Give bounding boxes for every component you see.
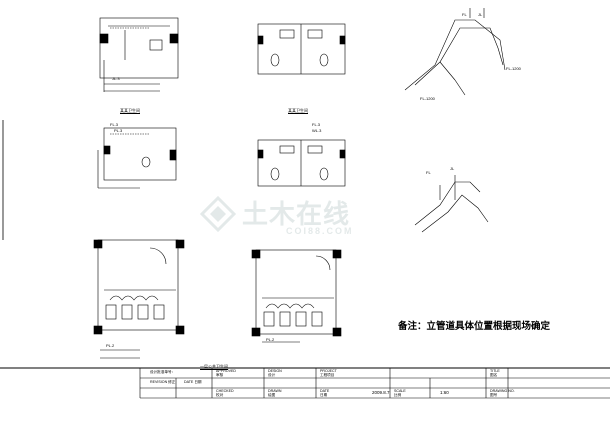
caption-plan-top-2: 某某卫生间 bbox=[288, 108, 308, 113]
watermark: 土木在线 COI88.COM bbox=[200, 192, 430, 242]
design-en: DESIGN bbox=[268, 369, 282, 373]
caption-plan-bottom: 一层公共卫生间 bbox=[200, 364, 228, 369]
iso-label-top-4: FL-1200 bbox=[506, 66, 521, 71]
floor-plan-5 bbox=[93, 239, 185, 359]
approval-no-label: 设计批准单号： bbox=[150, 370, 176, 374]
drawn-en: DRAWN bbox=[268, 389, 282, 393]
date-label: DATE 日期 bbox=[184, 380, 202, 384]
pipe-position-note: 备注：立管道具体位置根据现场确定 bbox=[398, 321, 551, 332]
drawing-no-cn: 图号 bbox=[490, 393, 498, 397]
watermark-url: COI88.COM bbox=[286, 226, 354, 236]
floor-plan-4 bbox=[257, 139, 346, 187]
date-value: 2009.8.7 bbox=[372, 390, 390, 395]
pipe-label-pl-c: PL.2 bbox=[266, 337, 275, 342]
scale-cn: 比例 bbox=[394, 393, 402, 397]
floor-plan-3 bbox=[97, 127, 177, 189]
title-cn: 图名 bbox=[490, 373, 498, 377]
project-cn: 工程项目 bbox=[320, 373, 335, 377]
floor-plan-2 bbox=[257, 23, 346, 75]
project-en: PROJECT bbox=[320, 369, 337, 373]
revision-label: REVISION 修正 bbox=[150, 380, 176, 384]
pipe-label-fl-b: FL.3 bbox=[312, 122, 321, 127]
pipe-label-wl-a: WL.3 bbox=[312, 128, 322, 133]
drawing-no-en: DRAWING NO. bbox=[490, 389, 515, 393]
pipe-label-pl-a: PL.3 bbox=[114, 128, 123, 133]
date2-cn: 日期 bbox=[320, 393, 328, 397]
caption-plan-top: 某某卫生间 bbox=[120, 108, 140, 113]
iso-label-top-1: FL bbox=[462, 12, 467, 17]
watermark-logo-icon bbox=[200, 196, 236, 232]
checked-cn: 校对 bbox=[216, 393, 224, 397]
approved-cn: 审核 bbox=[216, 373, 224, 377]
pipe-label-fl-a: FL.3 bbox=[110, 122, 119, 127]
isometric-pipe-1 bbox=[404, 8, 506, 96]
iso-label-bot-1: FL bbox=[426, 170, 431, 175]
design-cn: 设计 bbox=[268, 373, 276, 377]
pipe-label-pl-b: PL.2 bbox=[106, 343, 115, 348]
checked-en: CHECKED bbox=[216, 389, 234, 393]
pipe-label-jl-a: JL.3 bbox=[112, 76, 120, 81]
approved-en: APPROVED bbox=[216, 369, 236, 373]
title-en: TITLE bbox=[490, 369, 500, 373]
scale-en: SCALE bbox=[394, 389, 406, 393]
floor-plan-6 bbox=[251, 249, 342, 343]
iso-label-top-2: JL bbox=[478, 12, 483, 17]
iso-label-bot-2: JL bbox=[450, 166, 455, 171]
iso-label-top-3: FL-1200 bbox=[420, 96, 435, 101]
scale-value: 1:60 bbox=[440, 390, 449, 395]
title-block: 设计批准单号： REVISION 修正 DATE 日期 APPROVED 审核 … bbox=[0, 362, 610, 432]
date2-en: DATE bbox=[320, 389, 330, 393]
drawn-cn: 绘图 bbox=[268, 393, 276, 397]
isometric-pipe-2 bbox=[414, 175, 489, 233]
title-block-frame bbox=[0, 367, 610, 399]
floor-plan-1 bbox=[99, 17, 179, 92]
watermark-text: 土木在线 bbox=[242, 200, 351, 230]
